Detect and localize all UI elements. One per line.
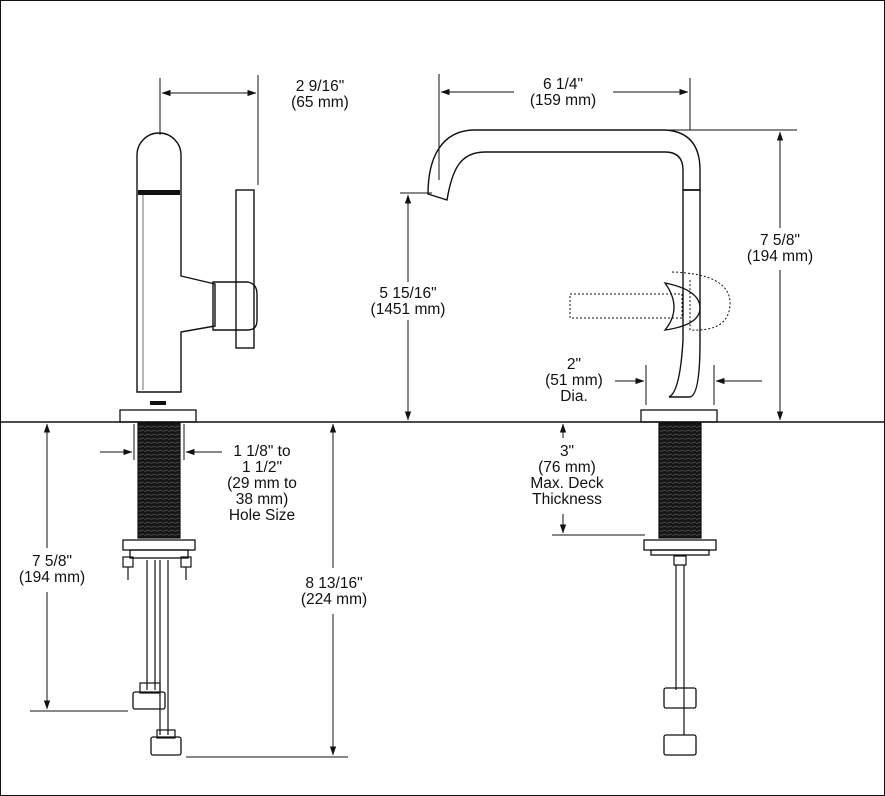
right-faucet-body	[668, 189, 701, 398]
dim-base-diameter	[615, 365, 762, 405]
label-below-deck-total: 8 13/16" (224 mm)	[300, 575, 368, 608]
dim-spout-height	[400, 192, 432, 421]
label-spout-reach: 6 1/4" (159 mm)	[529, 76, 597, 109]
left-upper-fitting	[132, 691, 166, 710]
label-side-handle-width: 2 9/16" (65 mm)	[291, 78, 349, 111]
right-lower-fitting	[663, 734, 697, 756]
left-lever-handle	[235, 189, 255, 349]
dim-deck-thickness	[552, 423, 645, 536]
right-faucet-front-view	[427, 129, 731, 756]
left-base-plate	[119, 409, 197, 423]
left-faucet-body	[136, 132, 216, 393]
dim-side-handle-width	[159, 75, 259, 185]
right-spout	[427, 129, 701, 201]
dim-spout-reach	[438, 74, 691, 180]
right-handle-ghost	[671, 271, 731, 331]
right-handle-hub	[663, 282, 701, 331]
dim-hole-size	[100, 424, 222, 460]
right-base-plate	[640, 409, 718, 423]
right-mounting-washer	[643, 539, 717, 551]
label-total-height: 7 5/8" (194 mm)	[746, 232, 814, 265]
left-faucet-side-view	[119, 132, 258, 756]
right-lever-handle	[569, 293, 683, 319]
left-lower-fitting-nut	[156, 729, 176, 739]
left-mounting-nut	[129, 549, 189, 559]
dim-below-deck-left	[30, 423, 128, 712]
label-base-diameter: 2" (51 mm) Dia.	[545, 356, 603, 405]
left-logo-mark	[150, 401, 166, 405]
label-spout-height: 5 15/16" (1451 mm)	[370, 285, 446, 318]
label-hole-size: 1 1/8" to 1 1/2" (29 mm to 38 mm) Hole S…	[227, 443, 297, 524]
left-upper-fitting-nut	[139, 682, 161, 694]
label-deck-thickness: 3" (76 mm) Max. Deck Thickness	[530, 443, 604, 508]
dim-total-height	[665, 129, 797, 421]
left-lower-fitting	[150, 736, 182, 756]
right-nut-cap	[673, 555, 687, 566]
dim-below-deck-total	[186, 423, 348, 758]
right-mounting-nut	[650, 549, 710, 556]
left-aerator-band	[138, 190, 180, 195]
left-handle-hub	[212, 281, 258, 331]
label-below-deck-left: 7 5/8" (194 mm)	[18, 553, 86, 586]
left-mounting-washer	[122, 539, 196, 551]
right-upper-fitting	[663, 687, 697, 709]
left-threaded-shank	[137, 422, 181, 539]
right-threaded-shank	[658, 422, 702, 539]
